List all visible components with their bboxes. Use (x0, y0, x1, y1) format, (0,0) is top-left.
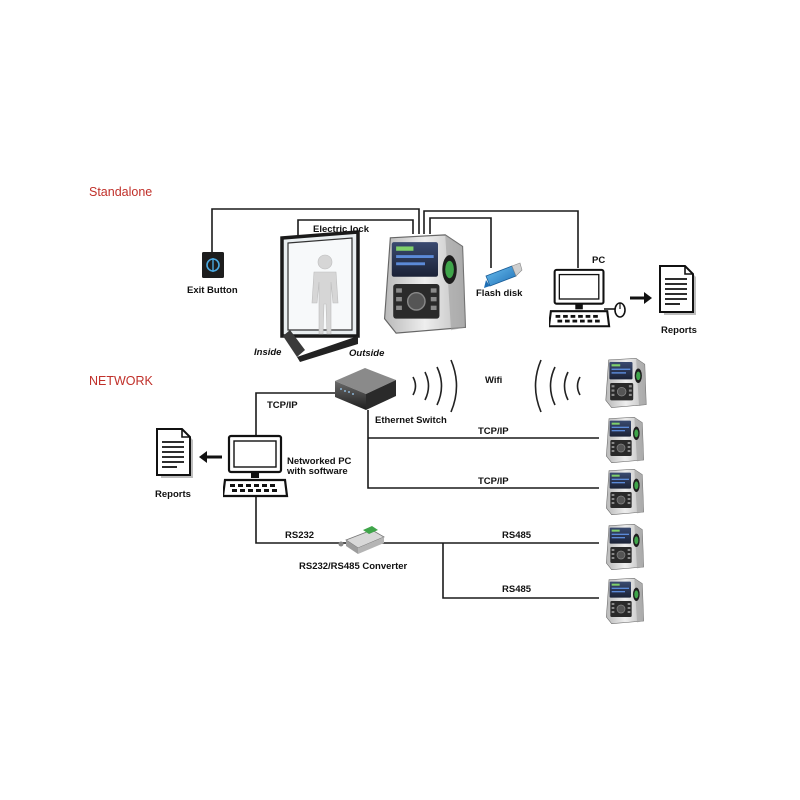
usb-flash-disk-icon (484, 262, 523, 288)
section-title-network: NETWORK (89, 374, 154, 388)
arrow-icon (199, 451, 222, 463)
section-title-standalone: Standalone (89, 185, 152, 199)
ethernet-switch-label: Ethernet Switch (375, 415, 447, 426)
face-terminal-tcpip-2 (605, 468, 645, 516)
networked-computer-icon (223, 434, 289, 498)
standalone-wiring (211, 208, 619, 310)
arrow-icon (630, 292, 652, 304)
inside-label: Inside (254, 347, 282, 358)
face-terminal-wifi (605, 357, 647, 409)
face-terminal-rs485-2 (605, 577, 645, 625)
wifi-waves-right (534, 359, 581, 413)
rs485-label-2: RS485 (502, 584, 532, 595)
reports-label-bottom: Reports (155, 489, 191, 500)
exit-button-label: Exit Button (187, 285, 238, 296)
exit-button-icon (202, 252, 224, 278)
electric-lock-label: Electric lock (313, 224, 370, 235)
networked-pc-label-line2: with software (286, 466, 348, 477)
mouse-icon (614, 302, 626, 318)
face-terminal-rs485-1 (605, 523, 645, 571)
face-terminal-tcpip-1 (605, 416, 645, 464)
wifi-waves-left (412, 359, 458, 413)
computer-icon (549, 268, 611, 328)
rs232-label: RS232 (285, 530, 314, 541)
report-document-icon (659, 265, 697, 316)
tcpip-pc-label: TCP/IP (267, 400, 298, 411)
face-terminal-main (383, 234, 467, 334)
rs485-label-1: RS485 (502, 530, 532, 541)
person-icon (311, 254, 339, 335)
tcpip-label-2: TCP/IP (478, 476, 509, 487)
outside-label: Outside (349, 348, 385, 359)
wifi-label: Wifi (485, 375, 502, 386)
rs232-rs485-converter-icon (338, 526, 385, 554)
networked-pc-label-line1: Networked PC (287, 456, 352, 467)
converter-label: RS232/RS485 Converter (299, 561, 408, 572)
tcpip-label-1: TCP/IP (478, 426, 509, 437)
report-document-icon (156, 428, 194, 479)
ethernet-switch-icon (335, 368, 396, 410)
reports-label-top: Reports (661, 325, 697, 336)
network-wiring (255, 392, 599, 599)
pc-label: PC (592, 255, 605, 266)
flash-disk-label: Flash disk (476, 288, 523, 299)
